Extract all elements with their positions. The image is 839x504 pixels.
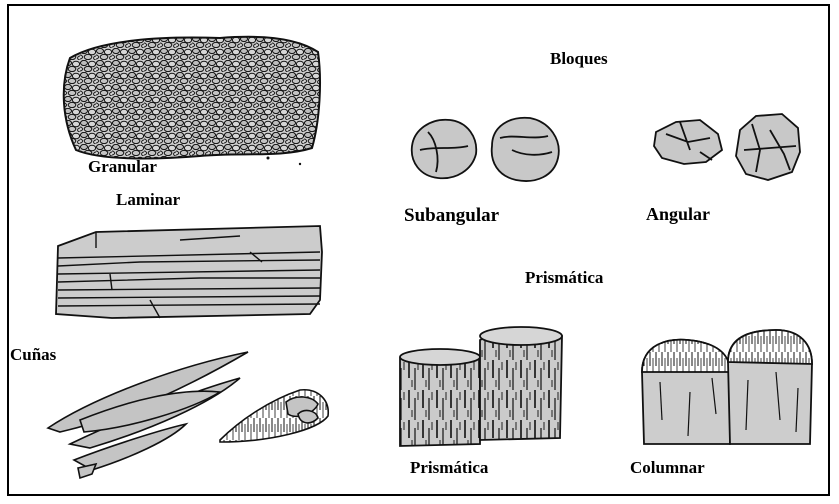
laminar-structure-illustration: [56, 226, 322, 318]
label-laminar: Laminar: [116, 191, 180, 208]
label-bloques: Bloques: [550, 50, 608, 67]
label-angular: Angular: [646, 205, 710, 223]
columnar-structure-illustration: [642, 330, 812, 444]
label-columnar: Columnar: [630, 459, 705, 476]
label-granular: Granular: [88, 158, 157, 175]
granular-structure-illustration: [64, 37, 320, 165]
angular-structure-illustration: [654, 114, 800, 180]
prismatica-structure-illustration: [400, 327, 562, 446]
subangular-structure-illustration: [412, 118, 559, 181]
label-cunas: Cuñas: [10, 346, 56, 363]
label-prismatica-group: Prismática: [525, 269, 603, 286]
cunas-structure-illustration: [48, 352, 328, 478]
label-subangular: Subangular: [404, 206, 499, 225]
label-prismatica: Prismática: [410, 459, 488, 476]
